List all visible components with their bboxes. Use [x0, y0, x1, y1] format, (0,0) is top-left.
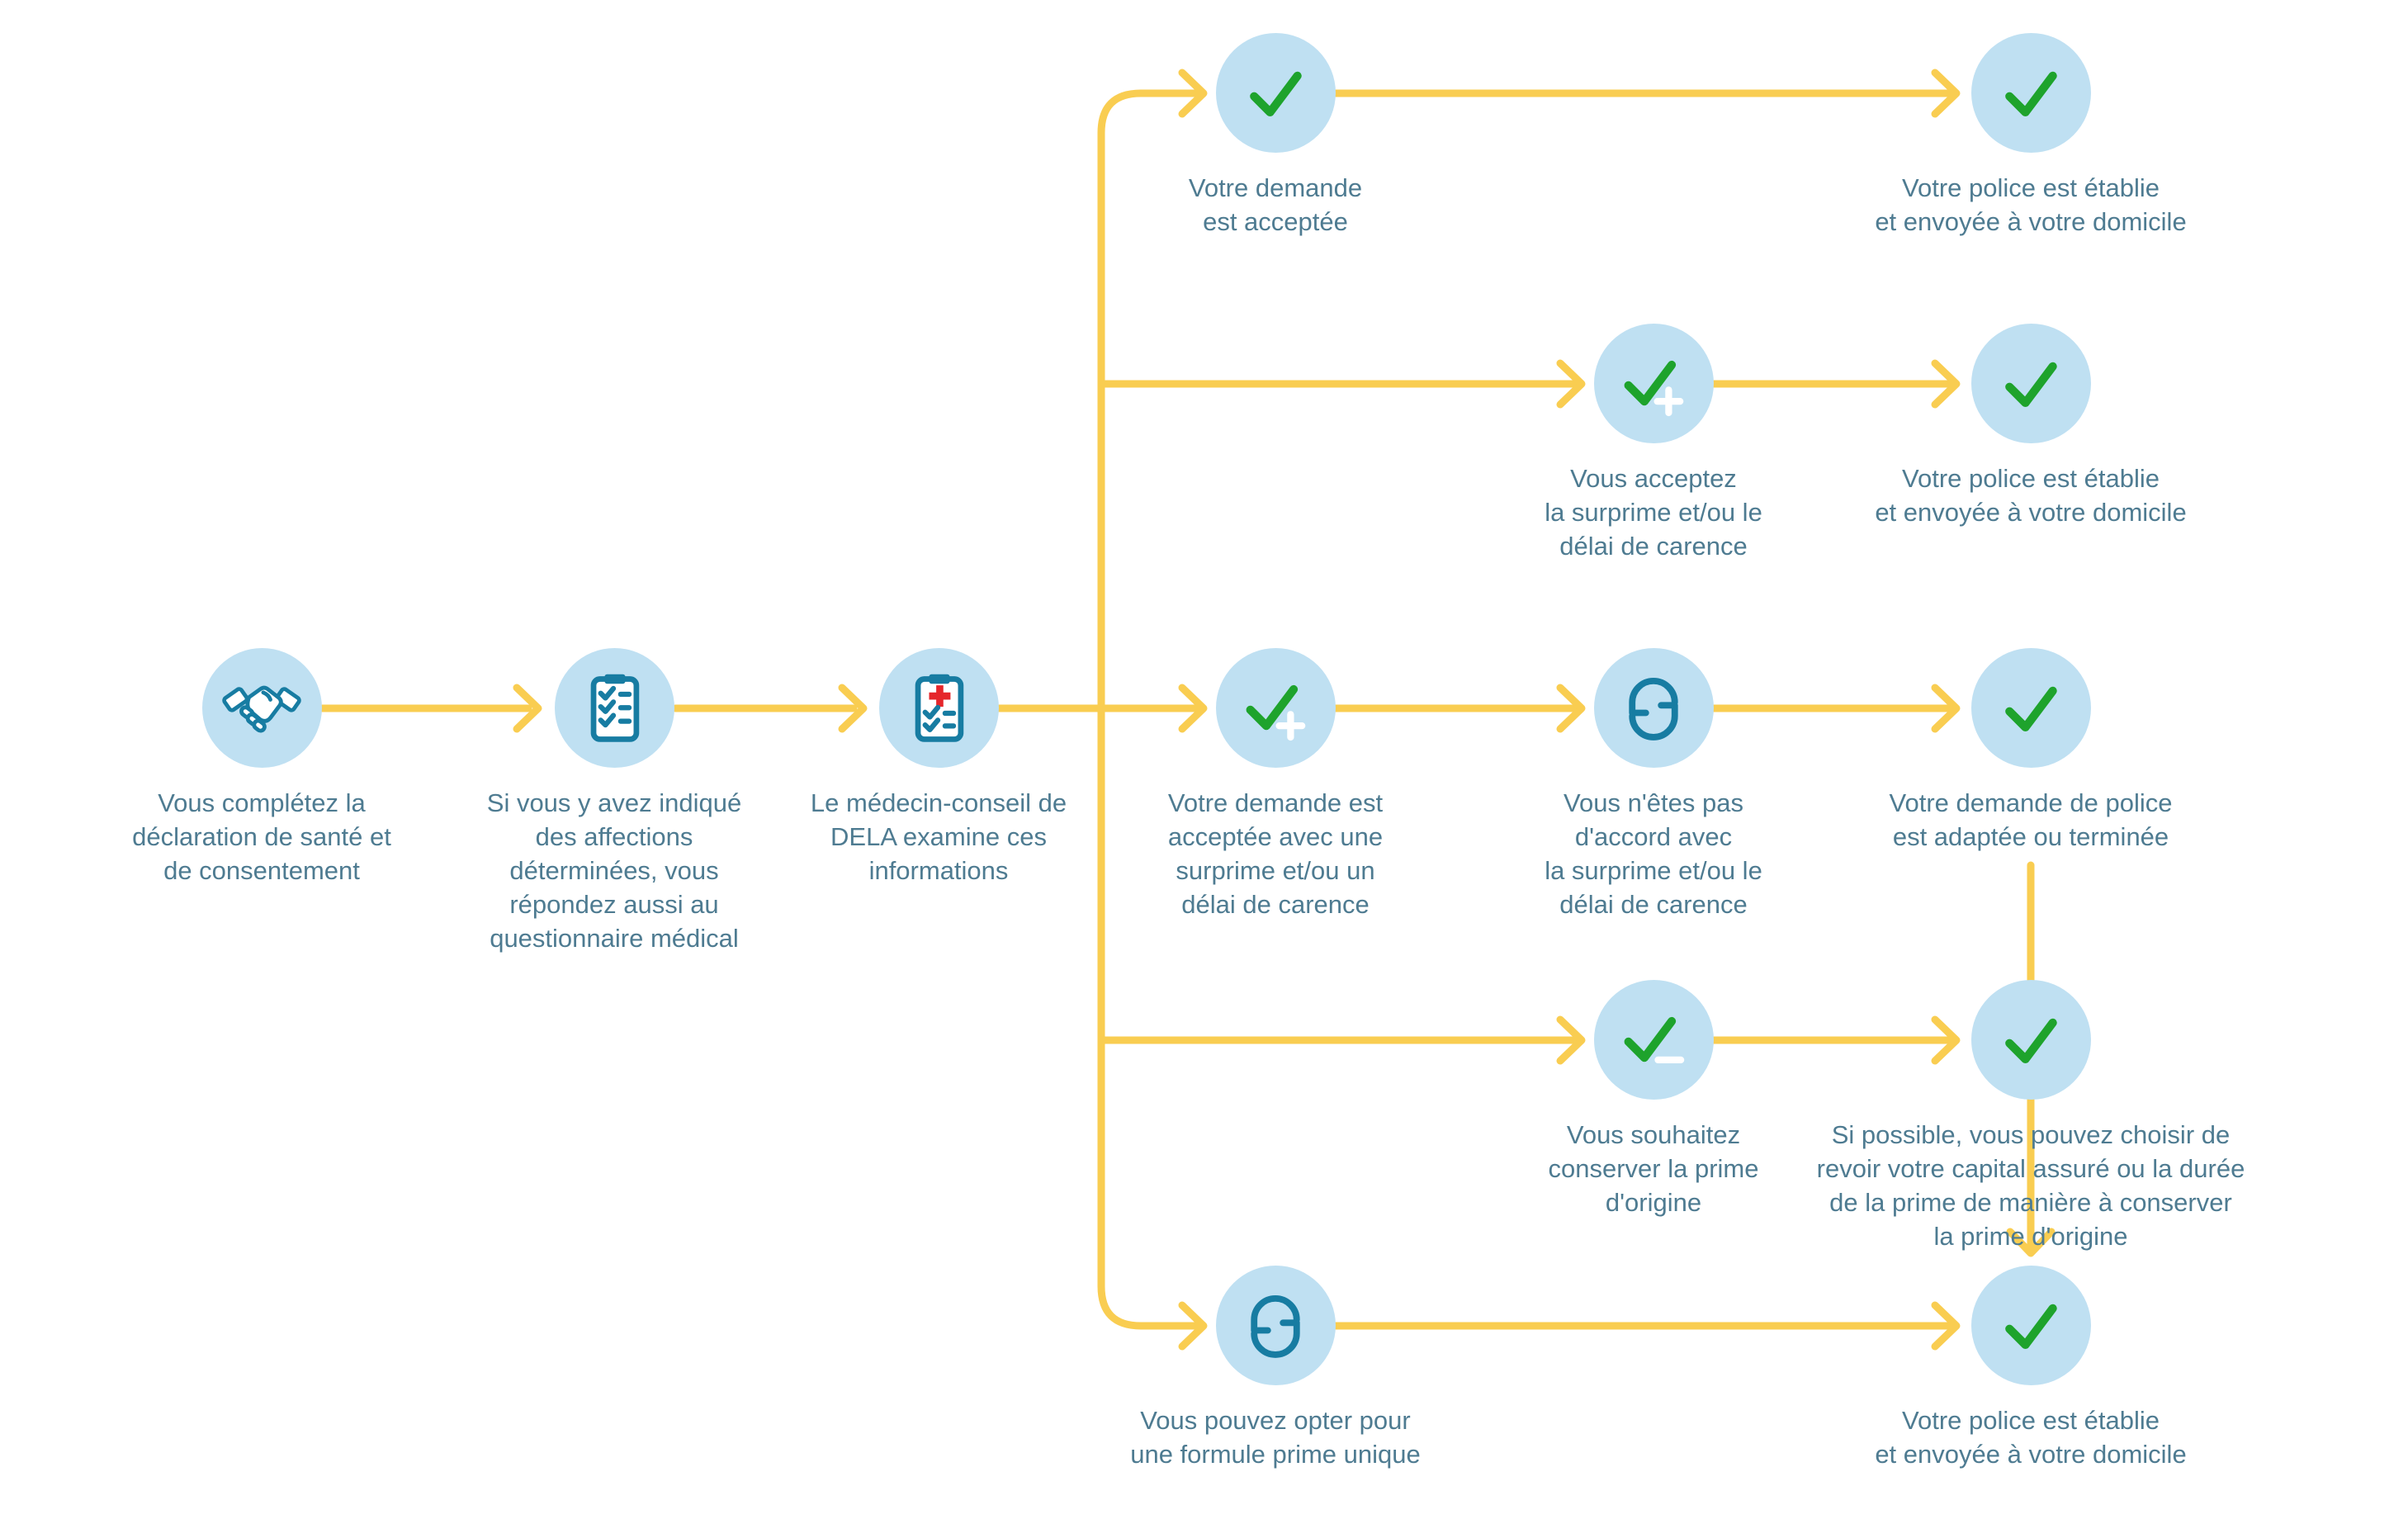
disagree-node	[1593, 648, 1714, 768]
accept-surcharge-node	[1593, 324, 1714, 443]
medical-review-node	[878, 648, 999, 768]
station-label: Le médecin-conseil de DELA examine ces i…	[810, 788, 1067, 885]
check-plus-icon	[1246, 684, 1306, 741]
station-policy-sent-top: Votre police est établie et envoyée à vo…	[1816, 33, 2245, 239]
station-label: Votre police est établie et envoyée à vo…	[1875, 464, 2187, 527]
station-label: Votre demande de police est adaptée ou t…	[1889, 788, 2173, 851]
medical-checklist-icon	[915, 674, 964, 742]
station-accept-surcharge: Vous acceptez la surprime et/ou le délai…	[1439, 324, 1868, 563]
station-label: Votre police est établie et envoyée à vo…	[1875, 173, 2187, 236]
refresh-icon	[1251, 1294, 1300, 1358]
station-label: Vous n'êtes pas d'accord avec la surprim…	[1545, 788, 1762, 919]
check-icon	[1250, 71, 1302, 116]
accepted-with-surcharge-node	[1215, 648, 1336, 768]
policy-sent-node	[1970, 324, 2091, 443]
station-policy-sent-bottom: Votre police est établie et envoyée à vo…	[1816, 1266, 2245, 1471]
station-label: Votre demande est acceptée	[1188, 173, 1363, 236]
station-adapted: Votre demande de police est adaptée ou t…	[1816, 648, 2245, 854]
adapted-node	[1970, 648, 2091, 768]
station-label: Si possible, vous pouvez choisir de revo…	[1816, 1120, 2245, 1251]
check-icon	[2005, 71, 2057, 116]
station-label: Votre demande est acceptée avec une surp…	[1167, 788, 1384, 919]
policy-sent-node	[1970, 1266, 2091, 1385]
station-keep-premium: Vous souhaitez conserver la prime d'orig…	[1439, 980, 1868, 1219]
accepted-node	[1215, 33, 1336, 153]
checklist-node	[554, 648, 674, 768]
station-label: Votre police est établie et envoyée à vo…	[1875, 1406, 2187, 1469]
checklist-icon	[590, 674, 640, 742]
single-premium-node	[1215, 1266, 1336, 1385]
station-policy-sent-mid: Votre police est établie et envoyée à vo…	[1816, 324, 2245, 529]
station-checklist: Si vous y avez indiqué des affections dé…	[400, 648, 829, 955]
keep-premium-node	[1593, 980, 1714, 1100]
station-review-capital: Si possible, vous pouvez choisir de revo…	[1717, 980, 2344, 1253]
check-icon	[2005, 362, 2057, 407]
check-icon	[2005, 1018, 2057, 1063]
station-accepted-with-surcharge: Votre demande est acceptée avec une surp…	[1061, 648, 1490, 921]
station-accepted: Votre demande est acceptée	[1061, 33, 1490, 239]
station-start: Vous complétez la déclaration de santé e…	[47, 648, 476, 887]
station-label: Si vous y avez indiqué des affections dé…	[486, 788, 742, 953]
policy-sent-node	[1970, 33, 2091, 153]
check-icon	[2005, 686, 2057, 731]
station-single-premium: Vous pouvez opter pour une formule prime…	[1061, 1266, 1490, 1471]
check-minus-icon	[1624, 1016, 1685, 1063]
station-label: Vous pouvez opter pour une formule prime…	[1130, 1406, 1421, 1469]
handshake-icon	[222, 685, 301, 733]
station-label: Vous acceptez la surprime et/ou le délai…	[1545, 464, 1762, 561]
station-disagree: Vous n'êtes pas d'accord avec la surprim…	[1439, 648, 1868, 921]
start-node	[201, 648, 322, 768]
check-icon	[2005, 1304, 2057, 1349]
review-capital-node	[1970, 980, 2091, 1100]
check-plus-icon	[1624, 360, 1684, 416]
refresh-icon	[1629, 677, 1678, 741]
station-label: Vous souhaitez conserver la prime d'orig…	[1548, 1120, 1759, 1217]
station-label: Vous complétez la déclaration de santé e…	[132, 788, 391, 885]
station-medical-review: Le médecin-conseil de DELA examine ces i…	[724, 648, 1153, 887]
